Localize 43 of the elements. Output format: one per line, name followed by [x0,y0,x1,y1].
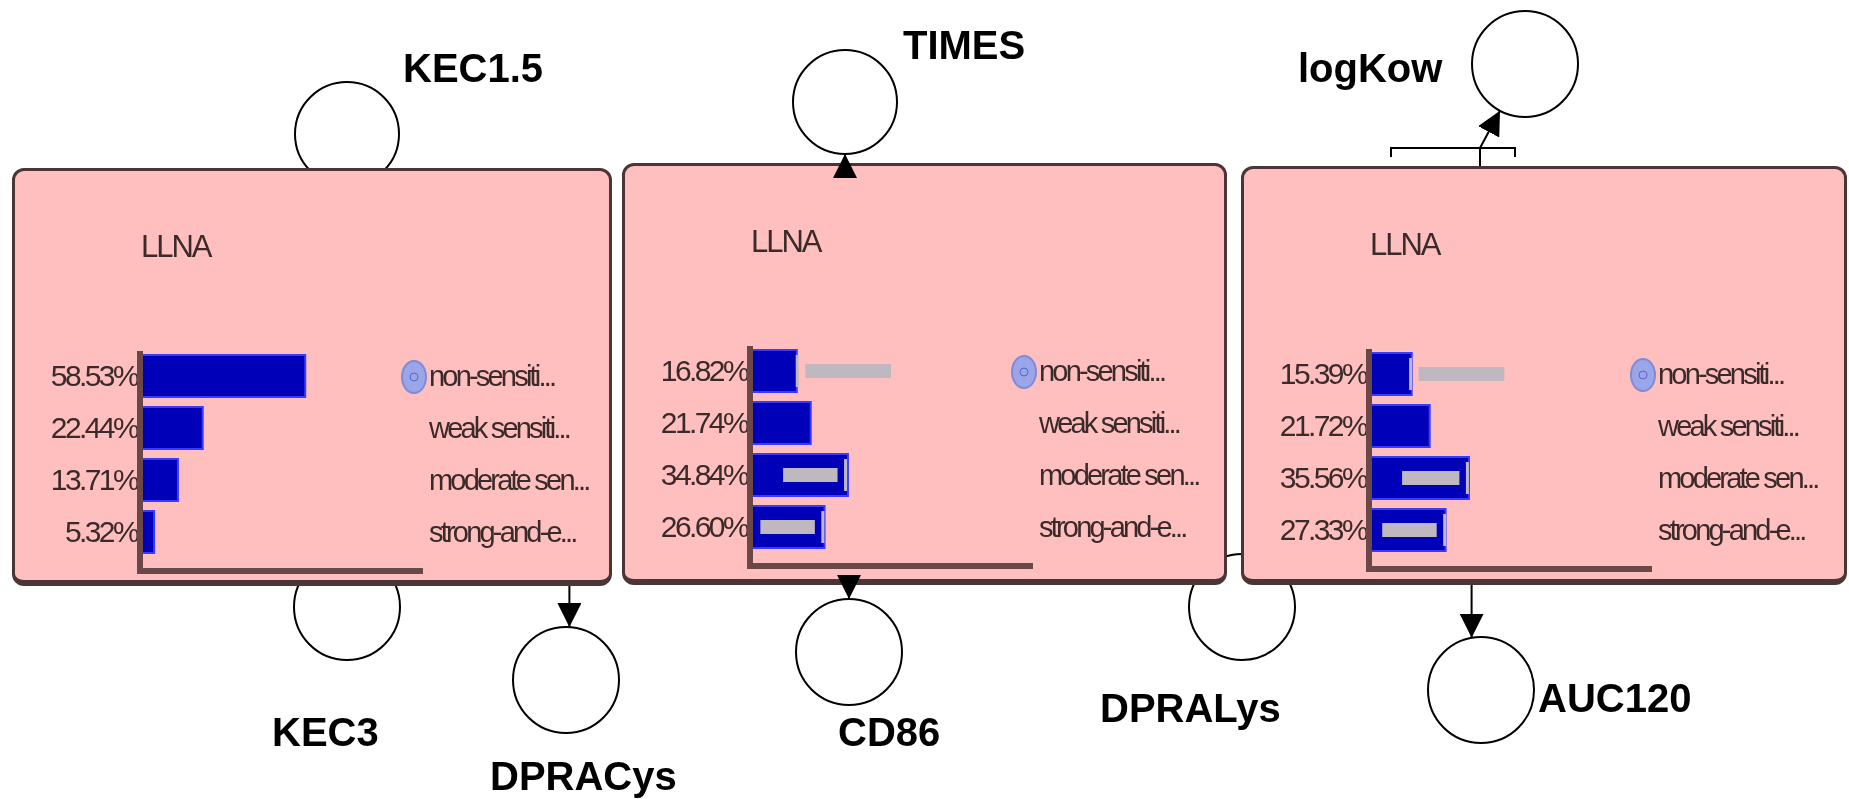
value-label: 34.84% [660,458,747,492]
node-label: DPRALys [1100,688,1281,728]
category-label: moderate sen... [429,463,589,497]
category-label: moderate sen... [1658,461,1818,495]
category-label: non-sensiti... [1039,354,1165,388]
value-label: 13.71% [50,463,137,497]
node-title: LLNA [141,231,211,263]
value-label: 27.33% [1279,513,1366,547]
value-label: 16.82% [660,354,747,388]
arrow [1459,584,1484,639]
node-label: CD86 [838,712,941,752]
arrow [833,153,857,178]
category-label: weak sensiti... [1658,409,1799,443]
node-panel [12,168,612,586]
node-label: logKow [1298,48,1443,88]
value-label: 22.44% [50,411,137,445]
node-label: TIMES [903,25,1026,65]
value-label: 26.60% [660,510,747,544]
arrow [837,575,861,600]
value-label: 58.53% [50,359,137,393]
value-label: 35.56% [1279,461,1366,495]
category-label: weak sensiti... [429,411,570,445]
value-label: 21.72% [1279,409,1366,443]
category-label: non-sensiti... [429,359,555,393]
node-label: AUC120 [1538,678,1692,718]
category-label: strong-and-e... [1039,510,1186,544]
node-title: LLNA [1370,229,1440,261]
value-label: 5.32% [64,515,137,549]
arrow [557,585,582,629]
node-panel [622,163,1227,585]
category-label: weak sensiti... [1039,406,1180,440]
node-panel [1241,166,1847,585]
category-label: strong-and-e... [429,515,576,549]
category-label: non-sensiti... [1658,357,1784,391]
category-label: moderate sen... [1039,458,1199,492]
node-label: KEC3 [272,712,379,752]
node-title: LLNA [751,226,821,258]
arrow [1478,109,1501,167]
value-label: 15.39% [1279,357,1366,391]
node-label: DPRACys [490,756,677,796]
category-label: strong-and-e... [1658,513,1805,547]
node-label: KEC1.5 [403,48,544,88]
value-label: 21.74% [660,406,747,440]
